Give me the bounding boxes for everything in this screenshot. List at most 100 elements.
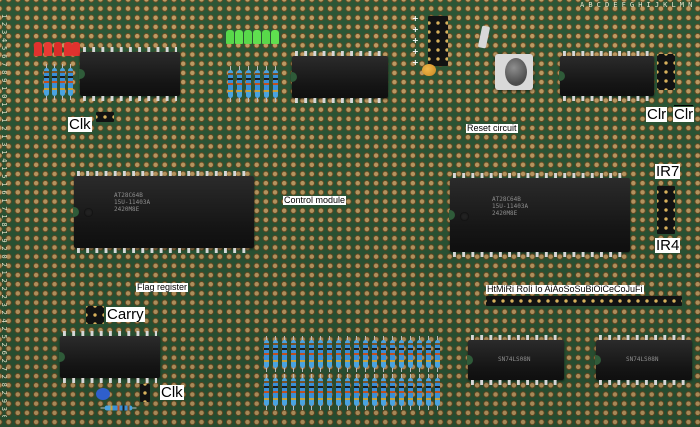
led-green-1 — [226, 30, 234, 44]
resistor — [68, 64, 73, 100]
resistor — [52, 64, 57, 100]
plus-mark-3: + — [412, 36, 419, 45]
label-clr-2: Clr — [673, 106, 695, 123]
label-flag-register: Flag register — [136, 282, 189, 292]
resistor — [291, 374, 296, 410]
control-signal-header — [486, 296, 682, 306]
chip-top-center — [291, 51, 388, 103]
resistor — [399, 374, 404, 410]
resistor — [390, 374, 395, 410]
blue-capacitor — [96, 388, 110, 400]
label-clk-bottom: Clk — [160, 384, 184, 401]
resistor — [300, 336, 305, 372]
resistor — [417, 374, 422, 410]
resistor — [246, 66, 251, 102]
resistor — [408, 336, 413, 372]
resistor — [372, 336, 377, 372]
chip-bottom-right: SN74LS08N — [595, 335, 692, 385]
resistor — [345, 336, 350, 372]
resistor — [381, 336, 386, 372]
led-red-4 — [64, 42, 72, 56]
chip-bottom-right-marking: SN74LS08N — [626, 356, 659, 363]
resistor — [363, 336, 368, 372]
eeprom-left: AT28C64B 15U-11403A 2420M8E — [73, 171, 254, 253]
resistor — [327, 374, 332, 410]
led-red-1 — [34, 42, 42, 56]
clr-header — [657, 54, 675, 90]
resistor — [264, 66, 269, 102]
silkscreen-top-letters: ABCDEFGHIJKLMNOPQRSTUVWXYZ — [580, 1, 692, 9]
clk-header-top — [96, 112, 114, 122]
resistor — [309, 374, 314, 410]
chip-bottom-left — [59, 331, 160, 383]
resistor — [354, 336, 359, 372]
reset-resistor — [477, 25, 491, 49]
label-control-signals: HtMiRi RoIi Io AiAoSoSuBiOiCeCoJuFi — [486, 284, 644, 294]
resistor — [426, 336, 431, 372]
resistor — [426, 374, 431, 410]
resistor — [417, 336, 422, 372]
chip-top-right — [559, 51, 654, 101]
label-clk-top: Clk — [68, 116, 92, 133]
reset-button[interactable] — [505, 58, 527, 86]
resistor — [336, 374, 341, 410]
resistor — [237, 66, 242, 102]
resistor — [354, 374, 359, 410]
label-carry: Carry — [106, 306, 145, 323]
power-header — [428, 16, 448, 66]
resistor — [228, 66, 233, 102]
resistor — [264, 336, 269, 372]
resistor — [435, 374, 440, 410]
label-ir4: IR4 — [655, 237, 681, 254]
resistor — [435, 336, 440, 372]
resistor — [399, 336, 404, 372]
resistor — [273, 336, 278, 372]
label-control-module: Control module — [283, 195, 347, 205]
resistor — [264, 374, 269, 410]
resistor — [327, 336, 332, 372]
label-reset-circuit: Reset circuit — [466, 123, 518, 133]
led-red-2 — [44, 42, 52, 56]
led-green-6 — [271, 30, 279, 44]
resistor — [372, 374, 377, 410]
led-green-4 — [253, 30, 261, 44]
led-red-5 — [72, 42, 80, 56]
plus-mark-5: + — [412, 58, 419, 67]
resistor — [44, 64, 49, 100]
eeprom-left-marking: AT28C64B 15U-11403A 2420M8E — [114, 192, 151, 213]
ir-header — [657, 186, 675, 234]
resistor — [390, 336, 395, 372]
resistor — [381, 374, 386, 410]
led-green-5 — [262, 30, 270, 44]
resistor — [273, 374, 278, 410]
chip-bottom-center: SN74LS08N — [467, 335, 564, 385]
resistor — [300, 374, 305, 410]
resistor — [345, 374, 350, 410]
resistor — [104, 405, 133, 411]
resistor — [255, 66, 260, 102]
chip-top-left — [79, 47, 180, 101]
resistor — [336, 336, 341, 372]
resistor — [318, 374, 323, 410]
led-red-3 — [54, 42, 62, 56]
resistor — [282, 374, 287, 410]
plus-mark-2: + — [412, 25, 419, 34]
label-ir7: IR7 — [655, 163, 681, 180]
clk-header-bottom — [140, 384, 150, 402]
resistor — [318, 336, 323, 372]
resistor — [309, 336, 314, 372]
resistor — [363, 374, 368, 410]
label-clr-1: Clr — [646, 106, 668, 123]
silkscreen-left-numbers: 1234567891011121314151617181920212223242… — [0, 14, 8, 417]
plus-mark-4: + — [412, 47, 419, 56]
resistor — [408, 374, 413, 410]
led-green-3 — [244, 30, 252, 44]
plus-mark-1: + — [412, 14, 419, 23]
resistor — [60, 64, 65, 100]
eeprom-right-marking: AT28C64B 15U-11403A 2420M8E — [492, 196, 529, 217]
capacitor — [422, 64, 436, 76]
chip-bottom-center-marking: SN74LS08N — [498, 356, 531, 363]
eeprom-right: AT28C64B 15U-11403A 2420M8E — [449, 173, 630, 257]
carry-header — [86, 306, 104, 324]
